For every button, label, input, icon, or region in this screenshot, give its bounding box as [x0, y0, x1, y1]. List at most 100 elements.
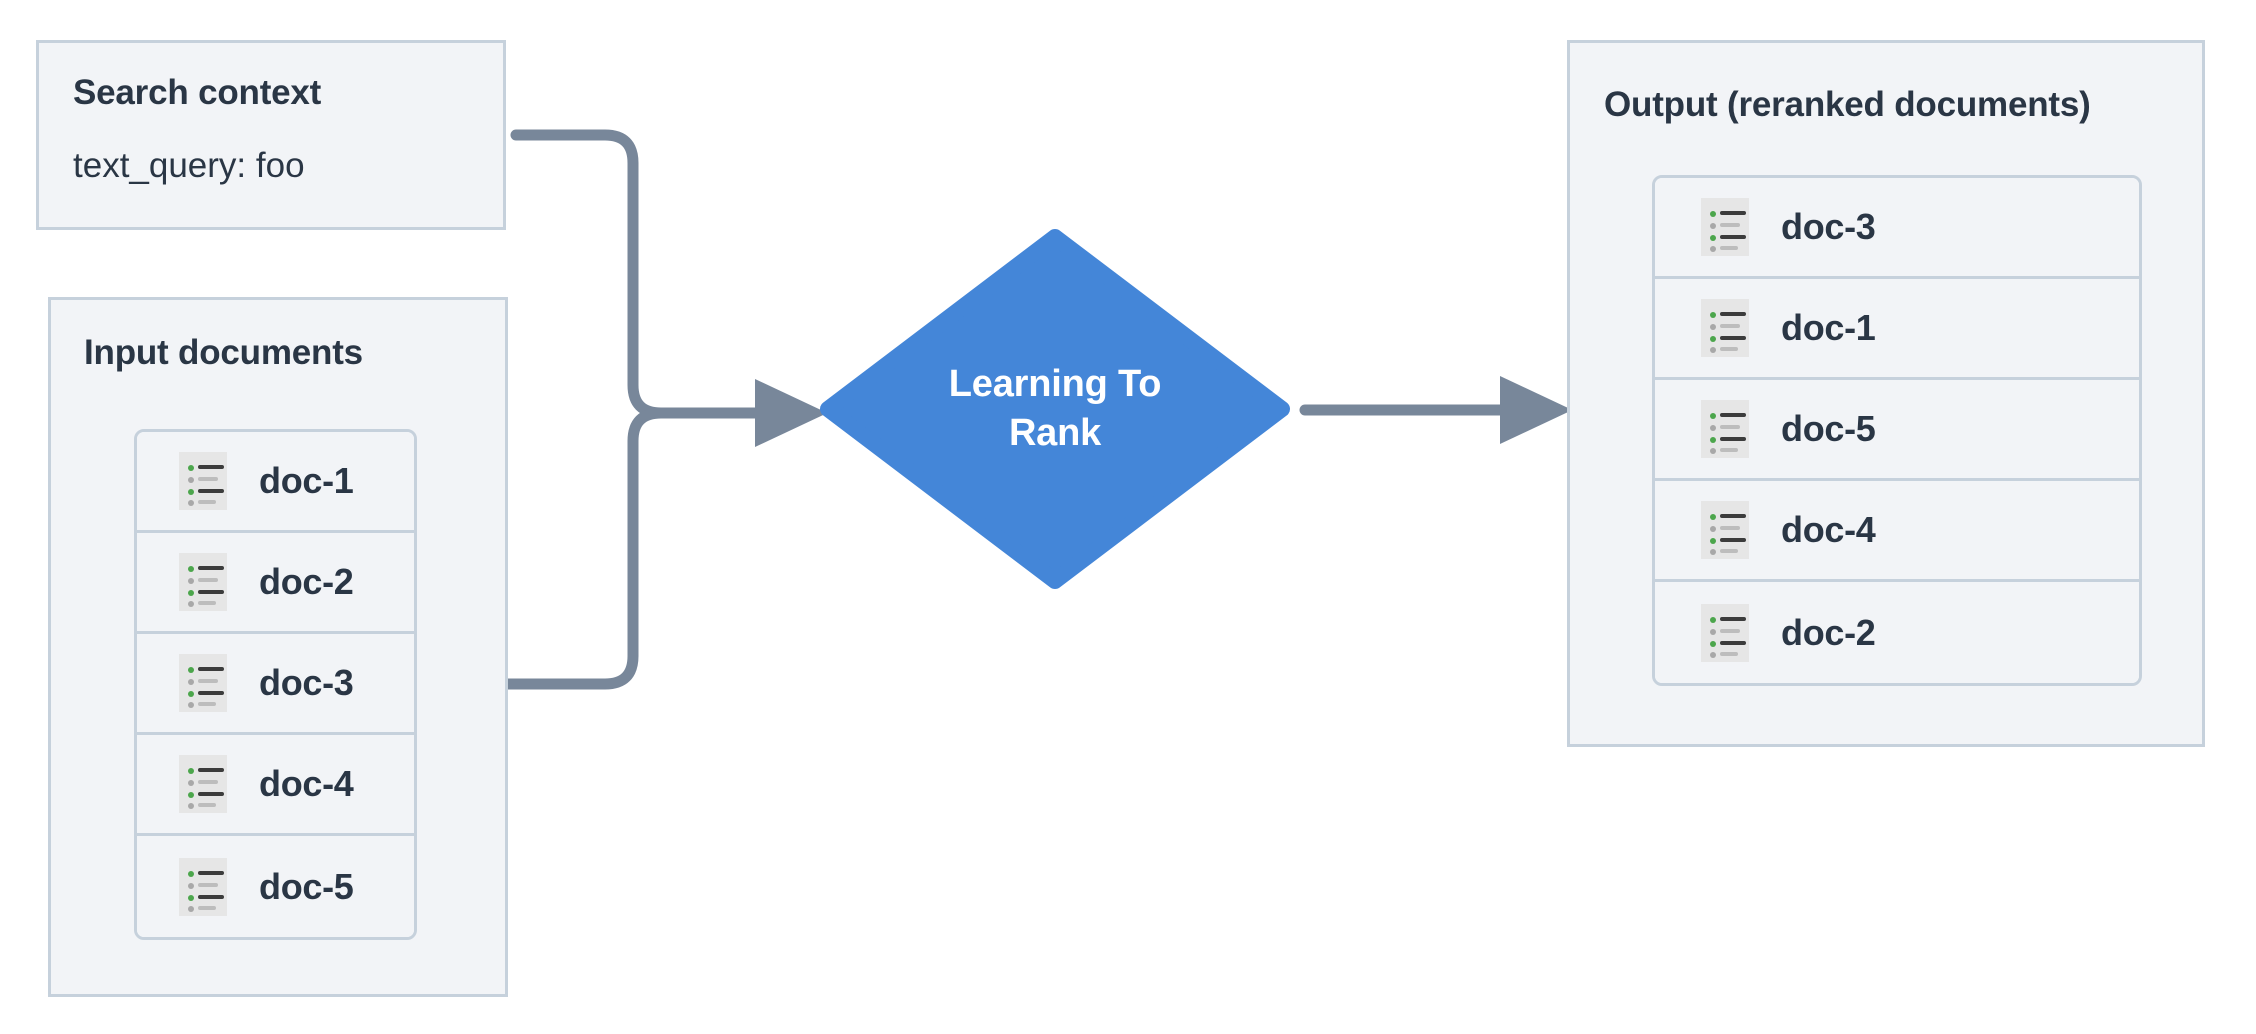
- doc-list-item[interactable]: doc-4: [1655, 481, 2139, 582]
- icon-line: [198, 780, 218, 784]
- icon-line: [1720, 246, 1738, 250]
- connector-input-documents-to-node: [502, 407, 667, 690]
- icon-line: [1720, 437, 1746, 441]
- icon-line: [1720, 538, 1746, 542]
- icon-bullet: [188, 691, 194, 697]
- icon-line: [198, 601, 216, 605]
- icon-bullet: [188, 882, 194, 889]
- icon-bullet: [1710, 324, 1716, 330]
- doc-list-item[interactable]: doc-4: [137, 735, 414, 836]
- document-list-icon: [179, 553, 227, 611]
- icon-line: [198, 477, 218, 481]
- output-title: Output (reranked documents): [1604, 85, 2091, 124]
- icon-bullet: [1710, 651, 1716, 658]
- doc-label: doc-4: [259, 763, 354, 804]
- icon-line: [1720, 514, 1746, 518]
- icon-bullet: [188, 780, 194, 786]
- icon-line: [198, 870, 224, 875]
- icon-line: [198, 489, 224, 493]
- document-list-icon: [1701, 501, 1749, 559]
- doc-list-item[interactable]: doc-3: [137, 634, 414, 735]
- doc-label: doc-2: [1781, 611, 1876, 653]
- icon-bullet: [1710, 514, 1716, 520]
- doc-list-item[interactable]: doc-1: [1655, 279, 2139, 380]
- icon-line: [1720, 235, 1746, 239]
- icon-bullet: [188, 566, 194, 572]
- doc-list-item[interactable]: doc-1: [137, 432, 414, 533]
- icon-line: [198, 803, 216, 807]
- input-documents-list: doc-1 doc-2 doc-3 doc-4 doc-5: [134, 429, 417, 940]
- icon-line: [1720, 425, 1740, 429]
- icon-line: [1720, 526, 1740, 530]
- icon-bullet: [1710, 211, 1716, 217]
- output-documents-list: doc-3 doc-1 doc-5 doc-4 doc-2: [1652, 175, 2142, 686]
- document-list-icon: [179, 452, 227, 510]
- icon-bullet: [188, 601, 194, 607]
- document-list-icon: [179, 857, 227, 916]
- connector-search-context-to-node: [510, 129, 667, 419]
- icon-line: [198, 500, 216, 504]
- icon-line: [198, 882, 218, 887]
- doc-label: doc-5: [259, 865, 354, 907]
- doc-list-item[interactable]: doc-5: [1655, 380, 2139, 481]
- icon-bullet: [188, 590, 194, 596]
- icon-bullet: [1710, 235, 1716, 241]
- icon-bullet: [188, 679, 194, 685]
- icon-line: [1720, 616, 1746, 621]
- doc-label: doc-4: [1781, 509, 1876, 550]
- icon-line: [198, 578, 218, 582]
- doc-list-item[interactable]: doc-5: [137, 836, 414, 937]
- icon-bullet: [1710, 347, 1716, 353]
- icon-bullet: [188, 500, 194, 506]
- icon-bullet: [1710, 628, 1716, 635]
- icon-line: [1720, 413, 1746, 417]
- icon-line: [1720, 223, 1740, 227]
- icon-line: [1720, 628, 1740, 633]
- document-list-icon: [179, 654, 227, 712]
- icon-line: [1720, 312, 1746, 316]
- icon-line: [198, 702, 216, 706]
- icon-line: [1720, 336, 1746, 340]
- icon-bullet: [188, 578, 194, 584]
- icon-bullet: [1710, 336, 1716, 342]
- icon-line: [198, 679, 218, 683]
- icon-bullet: [1710, 448, 1716, 454]
- icon-bullet: [188, 667, 194, 673]
- icon-line: [1720, 211, 1746, 215]
- document-list-icon: [1701, 198, 1749, 256]
- input-documents-title: Input documents: [84, 333, 363, 372]
- icon-bullet: [188, 768, 194, 774]
- doc-label: doc-1: [1781, 307, 1876, 348]
- icon-bullet: [1710, 538, 1716, 544]
- icon-bullet: [1710, 246, 1716, 252]
- icon-bullet: [1710, 549, 1716, 555]
- icon-bullet: [188, 702, 194, 708]
- icon-line: [1720, 549, 1738, 553]
- icon-bullet: [1710, 616, 1716, 623]
- icon-line: [198, 590, 224, 594]
- icon-line: [1720, 640, 1746, 645]
- icon-bullet: [188, 870, 194, 877]
- icon-bullet: [1710, 223, 1716, 229]
- icon-bullet: [188, 803, 194, 809]
- document-list-icon: [1701, 400, 1749, 458]
- document-list-icon: [1701, 299, 1749, 357]
- document-list-icon: [1701, 603, 1749, 662]
- learning-to-rank-node[interactable]: Learning To Rank: [820, 229, 1290, 589]
- icon-line: [198, 566, 224, 570]
- icon-line: [198, 691, 224, 695]
- doc-label: doc-2: [259, 561, 354, 602]
- icon-bullet: [188, 905, 194, 912]
- doc-list-item[interactable]: doc-3: [1655, 178, 2139, 279]
- icon-bullet: [188, 465, 194, 471]
- doc-list-item[interactable]: doc-2: [137, 533, 414, 634]
- doc-label: doc-1: [259, 460, 354, 501]
- icon-bullet: [1710, 526, 1716, 532]
- icon-bullet: [188, 792, 194, 798]
- icon-bullet: [188, 489, 194, 495]
- search-context-title: Search context: [73, 73, 322, 112]
- icon-line: [198, 465, 224, 469]
- doc-list-item[interactable]: doc-2: [1655, 582, 2139, 683]
- doc-label: doc-5: [1781, 408, 1876, 449]
